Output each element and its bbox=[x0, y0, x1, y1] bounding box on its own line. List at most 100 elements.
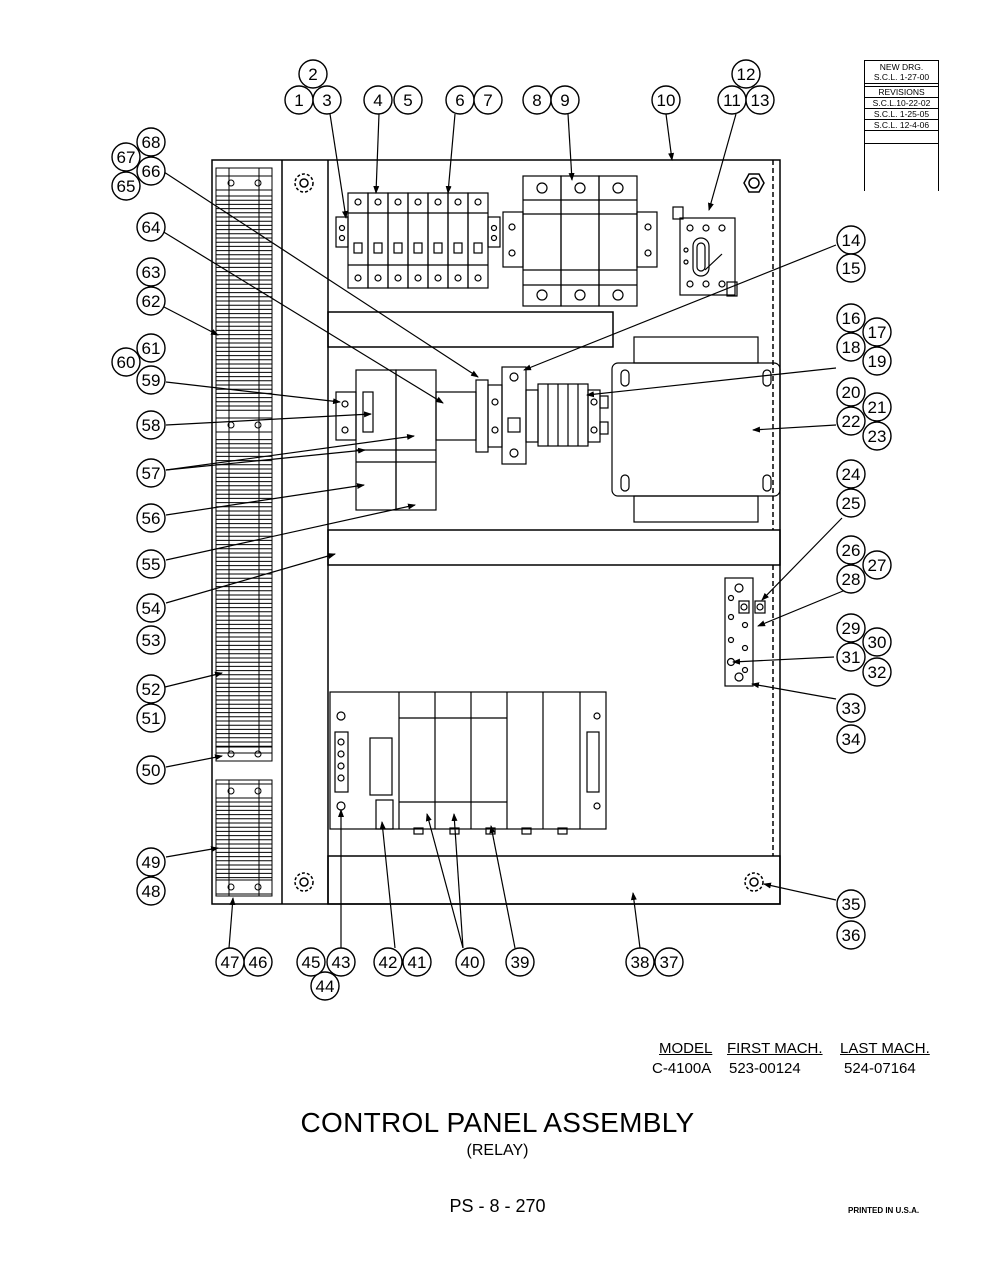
callout-10: 10 bbox=[651, 85, 681, 115]
callout-label: 54 bbox=[142, 599, 161, 618]
callout-label: 48 bbox=[142, 882, 161, 901]
callout-label: 4 bbox=[373, 91, 382, 110]
callout-55: 55 bbox=[136, 549, 166, 579]
ground-bar bbox=[724, 577, 766, 687]
callout-label: 11 bbox=[723, 91, 741, 110]
callout-label: 66 bbox=[142, 162, 161, 181]
callout-label: 45 bbox=[302, 953, 321, 972]
callout-label: 49 bbox=[142, 853, 161, 872]
callout-label: 23 bbox=[868, 427, 887, 446]
callout-53: 53 bbox=[136, 625, 166, 655]
drawing-title: CONTROL PANEL ASSEMBLY bbox=[300, 1107, 695, 1138]
drawing-subtitle: (RELAY) bbox=[466, 1142, 529, 1159]
callout-label: 62 bbox=[142, 292, 161, 311]
callout-label: 50 bbox=[142, 761, 161, 780]
plc-rack bbox=[329, 691, 607, 835]
callout-label: 35 bbox=[842, 895, 861, 914]
callout-34: 34 bbox=[836, 724, 866, 754]
callout-label: 33 bbox=[842, 699, 861, 718]
callout-37: 37 bbox=[654, 947, 684, 977]
callout-38: 38 bbox=[625, 947, 655, 977]
callout-label: 47 bbox=[221, 953, 240, 972]
callout-23: 23 bbox=[862, 421, 892, 451]
callout-39: 39 bbox=[505, 947, 535, 977]
callout-59: 59 bbox=[136, 365, 166, 395]
callout-label: 55 bbox=[142, 555, 161, 574]
callout-67: 67 bbox=[111, 142, 141, 172]
callout-label: 7 bbox=[483, 91, 492, 110]
revision-block: NEW DRG. S.C.L. 1-27-00 REVISIONS S.C.L.… bbox=[863, 60, 940, 191]
callout-label: 58 bbox=[142, 416, 161, 435]
callout-29: 29 bbox=[836, 613, 866, 643]
callout-label: 41 bbox=[408, 953, 427, 972]
wire-ducts bbox=[327, 311, 781, 905]
callout-48: 48 bbox=[136, 876, 166, 906]
callout-20: 20 bbox=[836, 377, 866, 407]
fuse-block bbox=[502, 175, 658, 307]
callout-47: 47 bbox=[215, 947, 245, 977]
callout-label: 46 bbox=[249, 953, 268, 972]
callout-label: 12 bbox=[737, 65, 756, 84]
callout-19: 19 bbox=[862, 346, 892, 376]
callout-21: 21 bbox=[862, 392, 892, 422]
callout-label: 53 bbox=[142, 631, 161, 650]
callout-label: 6 bbox=[455, 91, 464, 110]
callout-label: 32 bbox=[868, 663, 887, 682]
callout-label: 39 bbox=[511, 953, 530, 972]
model-value: C-4100A bbox=[652, 1060, 712, 1077]
new-drg-label: NEW DRG. bbox=[879, 62, 924, 72]
callout-44: 44 bbox=[310, 971, 340, 1001]
callout-label: 28 bbox=[842, 570, 861, 589]
callout-label: 38 bbox=[631, 953, 650, 972]
revisions-label: REVISIONS bbox=[863, 86, 940, 98]
callout-label: 8 bbox=[532, 91, 541, 110]
callout-label: 27 bbox=[868, 556, 887, 575]
callout-label: 3 bbox=[322, 91, 331, 110]
callout-60: 60 bbox=[111, 347, 141, 377]
callout-label: 2 bbox=[308, 65, 317, 84]
callout-58: 58 bbox=[136, 410, 166, 440]
callout-3: 3 bbox=[312, 85, 342, 115]
callout-27: 27 bbox=[862, 550, 892, 580]
callout-label: 42 bbox=[379, 953, 398, 972]
revision-blank-row bbox=[863, 131, 940, 144]
callout-label: 5 bbox=[403, 91, 412, 110]
callout-28: 28 bbox=[836, 564, 866, 594]
callout-31: 31 bbox=[836, 642, 866, 672]
callout-24: 24 bbox=[836, 459, 866, 489]
callout-18: 18 bbox=[836, 332, 866, 362]
callout-25: 25 bbox=[836, 488, 866, 518]
callout-49: 49 bbox=[136, 847, 166, 877]
callout-42: 42 bbox=[373, 947, 403, 977]
callout-33: 33 bbox=[836, 693, 866, 723]
transformer bbox=[611, 336, 781, 523]
callout-label: 26 bbox=[842, 541, 861, 560]
callout-label: 65 bbox=[117, 177, 136, 196]
callout-41: 41 bbox=[402, 947, 432, 977]
callout-62: 62 bbox=[136, 286, 166, 316]
callout-label: 51 bbox=[142, 709, 161, 728]
terminal-strip bbox=[215, 167, 273, 897]
callout-26: 26 bbox=[836, 535, 866, 565]
callout-label: 63 bbox=[142, 263, 161, 282]
callout-label: 59 bbox=[142, 371, 161, 390]
callout-54: 54 bbox=[136, 593, 166, 623]
callout-label: 21 bbox=[868, 398, 887, 417]
callout-label: 16 bbox=[842, 309, 861, 328]
callout-label: 56 bbox=[142, 509, 161, 528]
callout-label: 57 bbox=[142, 464, 161, 483]
callout-6: 6 bbox=[445, 85, 475, 115]
callout-label: 10 bbox=[657, 91, 676, 110]
last-mach-header: LAST MACH. bbox=[840, 1040, 930, 1057]
callout-label: 52 bbox=[142, 680, 161, 699]
callout-17: 17 bbox=[862, 317, 892, 347]
din-rail-block bbox=[475, 366, 609, 465]
callout-label: 25 bbox=[842, 494, 861, 513]
callout-30: 30 bbox=[862, 627, 892, 657]
callout-label: 17 bbox=[868, 323, 887, 342]
callout-16: 16 bbox=[836, 303, 866, 333]
callout-label: 14 bbox=[842, 231, 861, 250]
callout-label: 19 bbox=[868, 352, 887, 371]
